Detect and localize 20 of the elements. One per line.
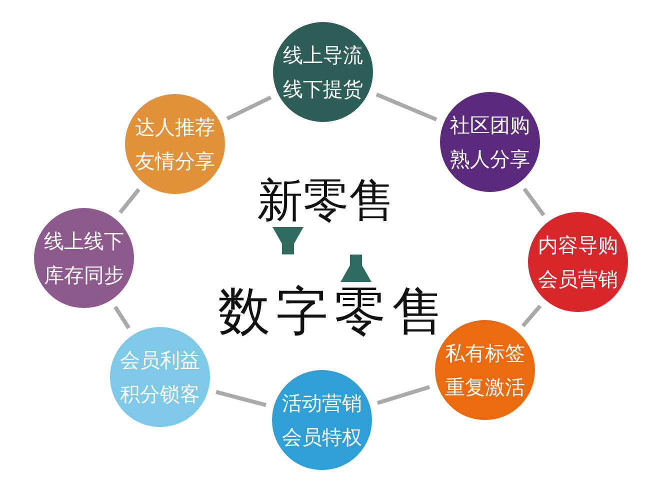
connector-line bbox=[216, 390, 266, 408]
node-text: 线上导流线下提货 bbox=[282, 42, 364, 103]
connector-line bbox=[376, 92, 438, 122]
connector-line bbox=[118, 188, 140, 214]
node-text: 社区团购熟人分享 bbox=[449, 112, 531, 173]
arrow bbox=[272, 226, 304, 254]
connector-line bbox=[522, 188, 546, 216]
arrow bbox=[340, 254, 372, 282]
connector-line bbox=[226, 96, 272, 120]
heading-text: 数字零售 bbox=[218, 286, 450, 338]
node-text: 会员利益积分锁客 bbox=[119, 347, 201, 408]
node-text: 活动营销会员特权 bbox=[281, 390, 363, 451]
connector-line bbox=[114, 306, 130, 330]
connector-line bbox=[521, 304, 542, 328]
connector-line bbox=[376, 385, 430, 405]
node-text: 达人推荐友情分享 bbox=[134, 114, 216, 175]
node-text: 私有标签重复激活 bbox=[444, 340, 526, 401]
heading-text: 新零售 bbox=[257, 177, 395, 223]
node-text: 内容导购会员营销 bbox=[537, 232, 619, 293]
node-text: 线上线下库存同步 bbox=[43, 228, 125, 289]
